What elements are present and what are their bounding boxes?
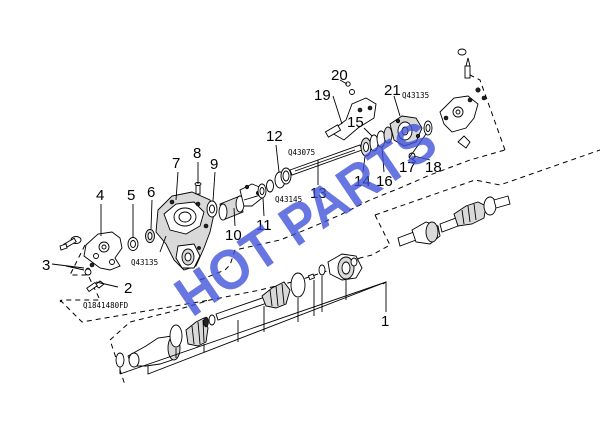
code-q43135-right: Q43135 (402, 91, 429, 100)
bearing-part (257, 179, 274, 199)
callout-9: 9 (210, 156, 218, 173)
callout-1: 1 (381, 313, 389, 330)
bolt-part (59, 236, 82, 251)
callout-13: 13 (310, 185, 327, 202)
code-q1841480fd: Q1841480FD (83, 301, 129, 310)
callout-14: 14 (354, 173, 371, 190)
dashed-group-outline-right (469, 74, 506, 151)
callout-15: 15 (347, 114, 364, 131)
complete-drive-shaft-part (397, 195, 511, 247)
leader-lines (51, 79, 431, 375)
callout-2: 2 (124, 280, 132, 297)
snap-ring-part (274, 167, 292, 189)
code-q43075: Q43075 (288, 148, 315, 157)
callout-17: 17 (399, 159, 416, 176)
mounting-bracket-assembly (59, 229, 155, 293)
callout-8: 8 (193, 145, 201, 162)
callout-10: 10 (225, 227, 242, 244)
dashed-group-outline-shaft-b (359, 214, 391, 259)
callout-11: 11 (256, 217, 272, 234)
stud-part (194, 182, 202, 195)
oil-seal-part (423, 120, 433, 136)
callout-3: 3 (42, 257, 50, 274)
code-q43145: Q43145 (275, 195, 302, 204)
support-bracket-part (439, 48, 487, 149)
dashed-group-outline-bottom (109, 257, 361, 386)
callout-21: 21 (384, 82, 401, 99)
code-q43135-left: Q43135 (131, 258, 158, 267)
small-bolt-part (65, 265, 92, 276)
callout-5: 5 (127, 187, 135, 204)
differential-housing-part (155, 191, 215, 271)
callout-18: 18 (425, 159, 442, 176)
heat-shield-bracket-part (324, 81, 377, 141)
bolt-part-2 (86, 280, 105, 293)
shaft-bearing-part (360, 126, 393, 157)
callout-12: 12 (266, 128, 283, 145)
callout-16: 16 (376, 173, 393, 190)
callout-19: 19 (314, 87, 331, 104)
bearing-housing-part (389, 115, 423, 147)
callout-7: 7 (172, 155, 180, 172)
callout-6: 6 (147, 184, 155, 201)
dashed-group-outline-shaft (374, 149, 600, 216)
callout-20: 20 (331, 67, 348, 84)
callout-4: 4 (96, 187, 104, 204)
gasket-part (206, 200, 218, 218)
dashed-group-outline-lower-left (59, 299, 211, 323)
dashed-group-outline-top (199, 149, 506, 281)
